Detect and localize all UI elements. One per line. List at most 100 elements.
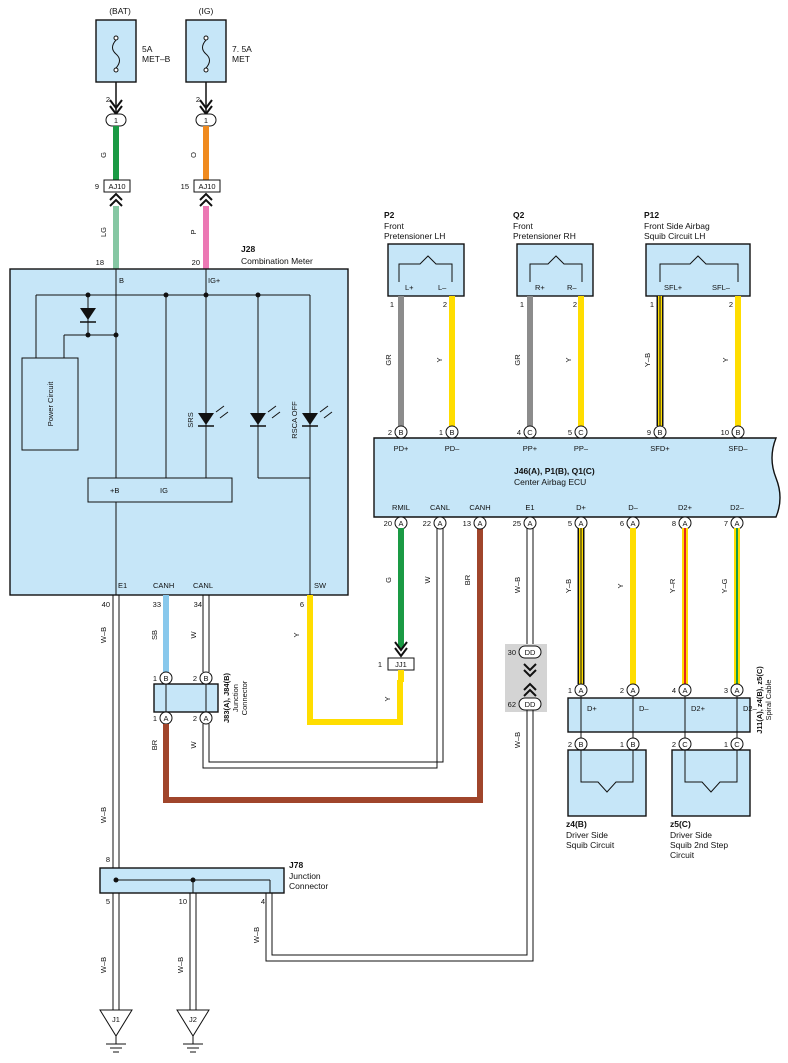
pin-number: 2 <box>443 300 447 309</box>
pin-number: 2 <box>573 300 577 309</box>
pin-number: 7 <box>724 519 728 528</box>
pin-letter: A <box>578 686 583 695</box>
wire-label: P <box>189 229 198 234</box>
squib-name: Driver Side <box>670 830 712 840</box>
component-id: P2 <box>384 210 395 220</box>
pin-number: 22 <box>423 519 431 528</box>
wire-label: GR <box>513 354 522 366</box>
connector-pin: B1 <box>439 425 459 439</box>
pin-letter: A <box>734 686 739 695</box>
pin-number: 1 <box>724 740 728 749</box>
squib-name: Circuit <box>670 850 695 860</box>
ecu-terminal: PP– <box>574 444 589 453</box>
meter-term: IG+ <box>208 276 221 285</box>
driver-squib-2nd-step: z5(C) Driver Side Squib 2nd Step Circuit <box>670 749 751 860</box>
pin-letter: A <box>578 519 583 528</box>
wire-label: Y–R <box>668 578 677 593</box>
meter-term: B <box>119 276 124 285</box>
connector-pin: 1 <box>114 116 118 125</box>
pin-number: 20 <box>384 519 392 528</box>
wire-label: BR <box>463 574 472 585</box>
connector-pin: A20 <box>384 516 408 530</box>
wire-label: Y <box>292 632 301 637</box>
spiral-terminal: D– <box>639 704 649 713</box>
terminal: L– <box>438 283 447 292</box>
driver-squib-circuit: z4(B) Driver Side Squib Circuit <box>566 749 647 850</box>
connector-pin: B1 <box>620 737 640 751</box>
connector-pin: A7 <box>724 516 744 530</box>
dd-pin: 30 <box>508 648 516 657</box>
ecu-terminal: PD– <box>445 444 460 453</box>
center-airbag-ecu: J46(A), P1(B), Q1(C) Center Airbag ECU B… <box>373 425 781 530</box>
wire-label: W <box>189 741 198 749</box>
pin-number: 1 <box>520 300 524 309</box>
pin-number: 25 <box>513 519 521 528</box>
connector-pin: A4 <box>672 683 692 697</box>
squib-id: z5(C) <box>670 819 691 829</box>
pin-letter: A <box>163 714 168 723</box>
pin-number: 2 <box>568 740 572 749</box>
rsca-off-label: RSCA OFF <box>290 401 299 439</box>
terminal: SFL+ <box>664 283 683 292</box>
pretensioner-lh: P2 Front Pretensioner LH L+ L– 1 2 <box>384 210 465 309</box>
connector-pin: A 25 <box>513 516 537 530</box>
pin-number: 2 <box>672 740 676 749</box>
wire-label: Y–G <box>720 578 729 593</box>
spiral-name: Spiral Cable <box>764 680 773 721</box>
meter-term: SW <box>314 581 327 590</box>
wire-label: W–B <box>99 957 108 973</box>
pin-letter: A <box>527 519 532 528</box>
connector-pin: C2 <box>672 737 692 751</box>
fuse-name: MET <box>232 54 250 64</box>
power-circuit-label: Power Circuit <box>46 381 55 427</box>
wire-label: W <box>423 576 432 584</box>
meter-pin: 40 <box>102 600 110 609</box>
squib-id: z4(B) <box>566 819 587 829</box>
component-name: Front <box>384 221 404 231</box>
fuse-pin: 2 <box>196 95 200 104</box>
pin-number: 4 <box>672 686 676 695</box>
spiral-terminal: D2– <box>743 704 758 713</box>
pin-letter: A <box>734 519 739 528</box>
wire-label: LG <box>99 227 108 237</box>
wire-w-canl-ecu: W W <box>189 528 444 769</box>
combination-meter: J28 Combination Meter 18 20 B IG+ Power … <box>9 244 349 609</box>
fuse-met: (IG) 7. 5A MET 2 <box>185 6 252 104</box>
connector-pin: C5 <box>568 425 588 439</box>
led-unlabeled <box>250 405 281 427</box>
squib-name: Squib Circuit <box>566 840 615 850</box>
pin-number: 2 <box>193 714 197 723</box>
wire-label: Y <box>616 583 625 588</box>
pin-number: 1 <box>153 674 157 683</box>
dd-label: DD <box>525 648 536 657</box>
connector-pin: A6 <box>620 516 640 530</box>
aj10-label: AJ10 <box>108 182 125 191</box>
wire-label: G <box>99 152 108 158</box>
spiral-terminal: D+ <box>587 704 597 713</box>
j78-line1: Junction <box>289 871 321 881</box>
wire-label: W–B <box>99 807 108 823</box>
fuse-supply-label: (IG) <box>199 6 214 16</box>
ground-label: J2 <box>189 1015 197 1024</box>
pin-number: 1 <box>439 428 443 437</box>
ground-wires: W–B W–B <box>99 893 197 1010</box>
ecu-terminal: D+ <box>576 503 586 512</box>
ecu-terminal: D2– <box>730 503 745 512</box>
fuse-rating: 5A <box>142 44 153 54</box>
wire-label: O <box>189 152 198 158</box>
fuse-met-b: (BAT) 5A MET–B 2 <box>95 6 171 104</box>
j83-line1: Junction <box>231 684 240 712</box>
ecu-terminal: D2+ <box>678 503 693 512</box>
pin-letter: A <box>437 519 442 528</box>
pin-number: 1 <box>568 686 572 695</box>
wire-label: W–B <box>176 957 185 973</box>
pin-number: 8 <box>106 855 110 864</box>
pin-number: 5 <box>568 428 572 437</box>
pin-number: 2 <box>620 686 624 695</box>
pretensioner-rh: Q2 Front Pretensioner RH R+ R– 1 2 <box>513 210 594 309</box>
ecu-name: Center Airbag ECU <box>514 477 586 487</box>
ecu-terminal: RMIL <box>392 503 410 512</box>
fuse-pin: 2 <box>106 95 110 104</box>
inner-ig-label: IG <box>160 486 168 495</box>
